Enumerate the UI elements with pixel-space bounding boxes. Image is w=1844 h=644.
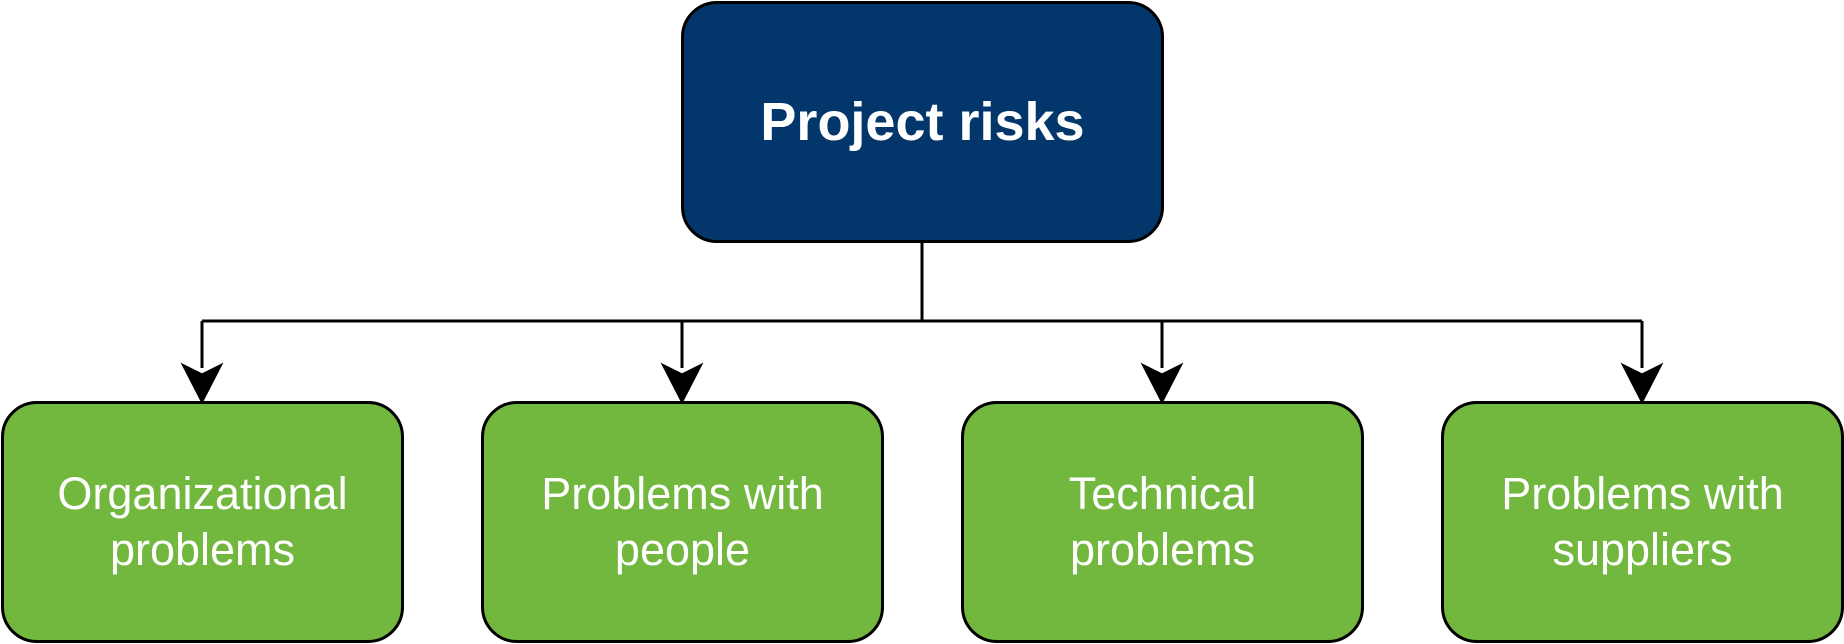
arrowhead-1 (180, 362, 224, 405)
child-node-label: Organizational problems (57, 468, 348, 575)
child-node-organizational-problems[interactable]: Organizational problems (1, 401, 404, 643)
root-node-label: Project risks (760, 92, 1085, 152)
child-node-problems-with-people[interactable]: Problems with people (481, 401, 884, 643)
child-node-technical-problems[interactable]: Technical problems (961, 401, 1364, 643)
child-node-problems-with-suppliers[interactable]: Problems with suppliers (1441, 401, 1844, 643)
arrowhead-4 (1620, 362, 1664, 405)
child-node-label: Technical problems (1068, 468, 1257, 575)
root-node-project-risks[interactable]: Project risks (681, 1, 1164, 243)
child-node-label: Problems with people (541, 468, 824, 575)
arrowhead-3 (1140, 362, 1184, 405)
arrowhead-2 (660, 362, 704, 405)
child-node-label: Problems with suppliers (1501, 468, 1784, 575)
